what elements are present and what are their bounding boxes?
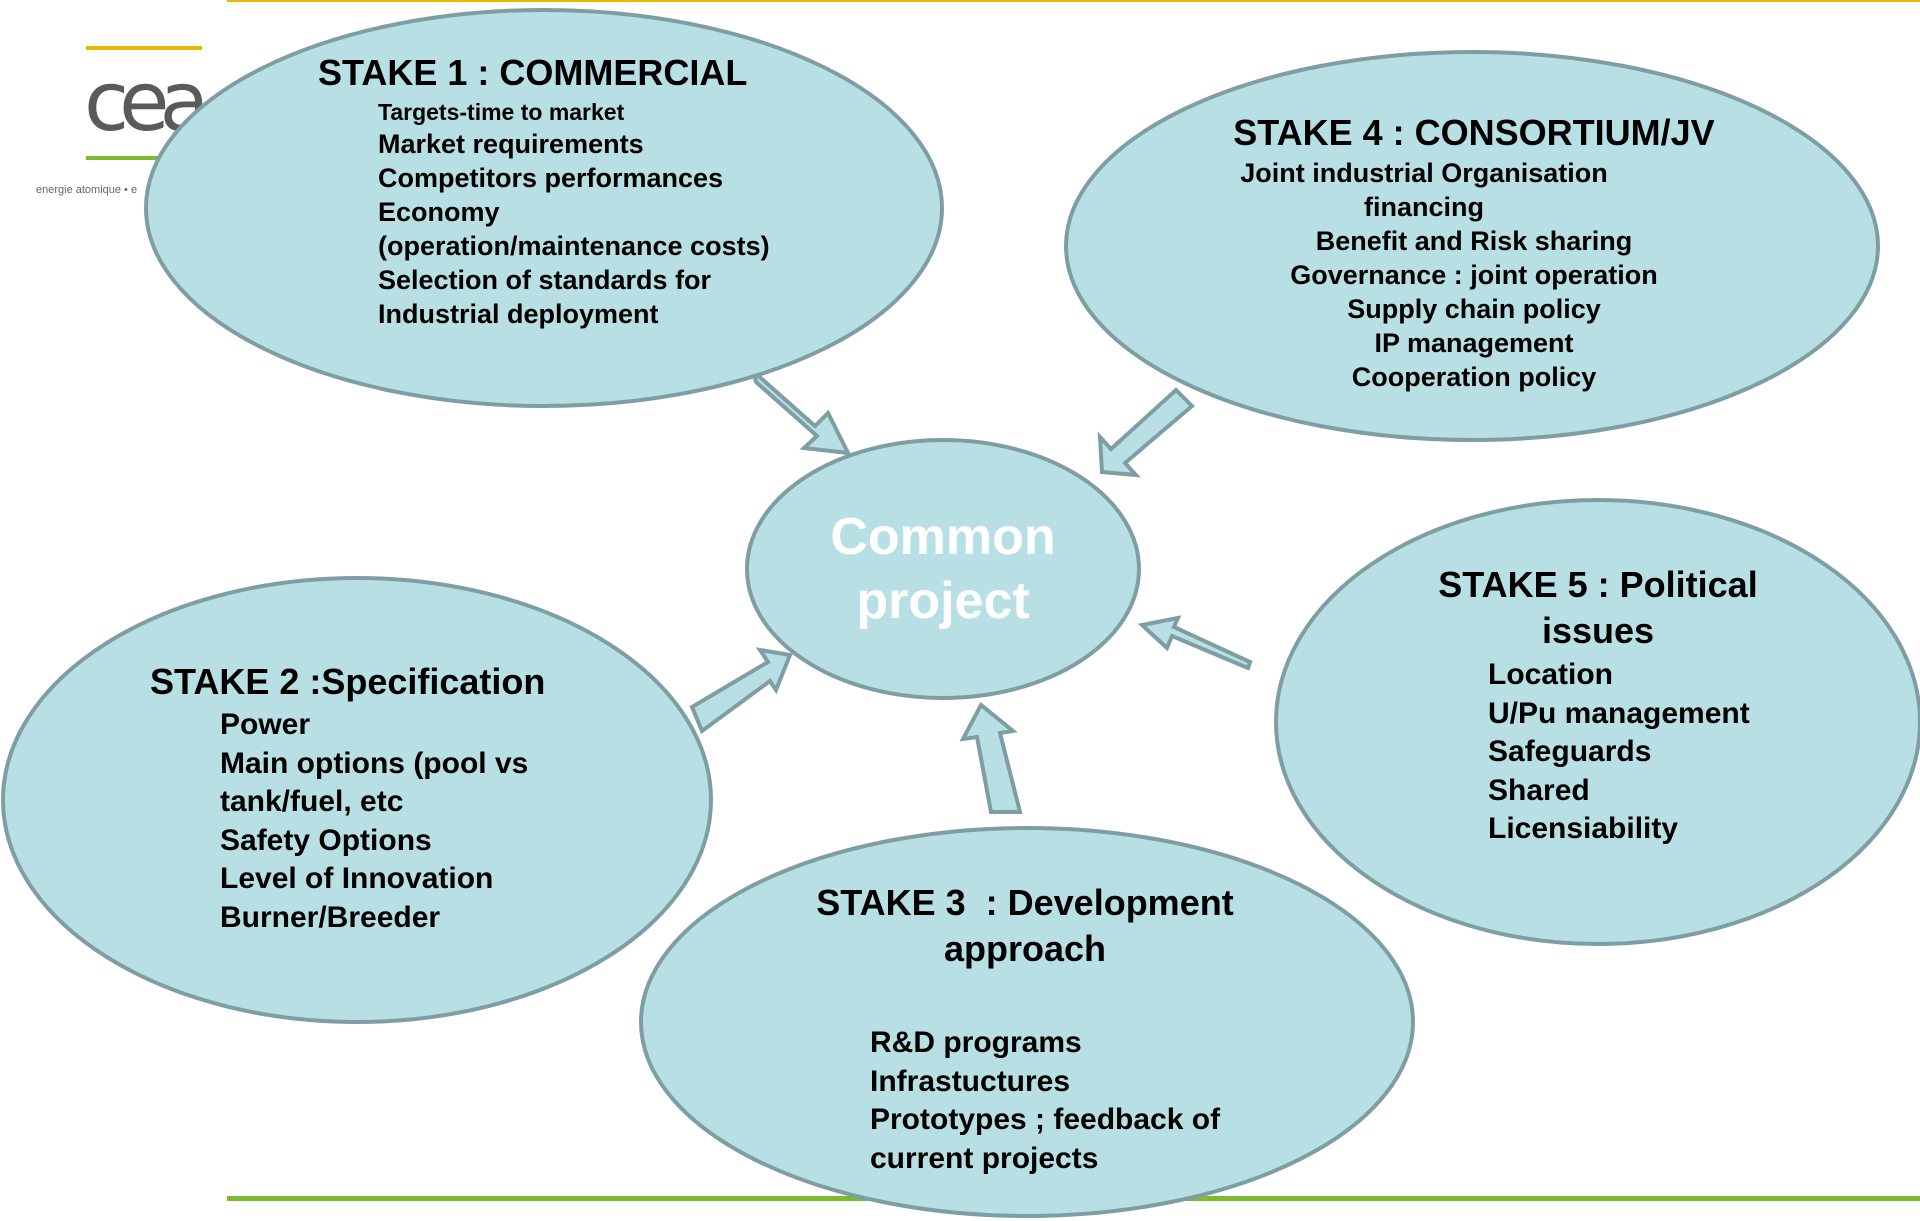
stake5-item: Safeguards [1488, 735, 1652, 768]
stake2-item: Safety Options [220, 823, 432, 857]
stake3-item: current projects [870, 1141, 1099, 1175]
logo-tagline: energie atomique • e [36, 184, 138, 196]
stake3-item: R&D programs [870, 1026, 1082, 1059]
stake4-item: IP management [1374, 328, 1574, 358]
top-accent-line [227, 0, 1920, 2]
center-line2: project [856, 572, 1030, 630]
stake3-title-line1: STAKE 3 : Development [816, 882, 1234, 923]
stake1-text: STAKE 1 : COMMERCIAL Targets-time to mar… [318, 55, 770, 331]
center-bubble [745, 438, 1141, 700]
stake1-bubble [144, 8, 944, 408]
arrow-stake4-to-center [1097, 387, 1195, 478]
stake5-title-line2: issues [1541, 610, 1655, 651]
stake1-item: Targets-time to market [378, 99, 625, 125]
stake5-item: Licensiability [1488, 812, 1679, 845]
stake3-list: R&D programs Infrastuctures Prototypes ;… [870, 1024, 1260, 1178]
stake1-item: Selection of standards for [378, 265, 712, 295]
stake2-list: Power Main options (pool vs tank/fuel, e… [220, 706, 545, 937]
stake4-bubble [1064, 50, 1880, 442]
center-common-project: Common project [748, 505, 1138, 633]
stake2-item: Burner/Breeder [220, 900, 441, 934]
stake3-title-line2: approach [943, 928, 1107, 969]
stake4-item: Cooperation policy [1351, 362, 1597, 392]
stake1-item: Economy [378, 197, 500, 227]
stake5-title-line1: STAKE 5 : Political [1438, 564, 1758, 605]
center-line1: Common [830, 508, 1056, 566]
arrow-stake2-to-center [689, 647, 793, 735]
arrow-stake5-to-center [1137, 615, 1253, 671]
stake4-title: STAKE 4 : CONSORTIUM/JV [1233, 112, 1715, 153]
stake2-item: Main options (pool vs [220, 746, 529, 780]
stake4-item: Supply chain policy [1347, 294, 1601, 324]
stake5-item: Location [1488, 658, 1613, 691]
stake4-item: financing [1364, 192, 1484, 222]
stake3-bubble [639, 826, 1415, 1218]
stake5-item: U/Pu management [1488, 696, 1750, 730]
stake3-item: Prototypes ; feedback of [870, 1103, 1221, 1136]
stake2-item: Power [220, 708, 311, 741]
stake2-text: STAKE 2 :Specification Power Main option… [150, 664, 545, 937]
stake2-item: Level of Innovation [220, 862, 494, 895]
stake3-text: STAKE 3 : Development approach R&D progr… [790, 880, 1260, 1178]
stake1-item: Competitors performances [378, 163, 724, 193]
stake1-title: STAKE 1 : COMMERCIAL [318, 52, 748, 93]
stake4-item: Benefit and Risk sharing [1315, 226, 1633, 256]
arrow-stake3-to-center [959, 701, 1023, 814]
stake5-list: Location U/Pu management Safeguards Shar… [1488, 656, 1778, 849]
stake2-title: STAKE 2 :Specification [150, 661, 546, 702]
stake2-item: tank/fuel, etc [220, 785, 404, 818]
stake1-list: Targets-time to market Market requiremen… [378, 97, 770, 331]
stake5-item: Shared [1488, 773, 1590, 807]
arrow-stake1-to-center [750, 366, 852, 456]
logo-yellow-bar [86, 46, 202, 50]
stake2-bubble [1, 576, 713, 1024]
stake4-list: Joint industrial Organisation financing … [1064, 156, 1884, 394]
stake5-text: STAKE 5 : Political issues Location U/Pu… [1418, 562, 1778, 849]
logo-green-bar [86, 156, 202, 160]
stake4-item: Joint industrial Organisation [1240, 158, 1608, 188]
stake4-item: Governance : joint operation [1290, 260, 1658, 290]
stake1-item: Industrial deployment [378, 299, 659, 329]
stake1-item: (operation/maintenance costs) [378, 231, 770, 261]
stake5-bubble [1274, 498, 1920, 946]
stake1-item: Market requirements [378, 129, 644, 159]
stake3-item: Infrastuctures [870, 1064, 1071, 1098]
stake4-text: STAKE 4 : CONSORTIUM/JV Joint industrial… [1064, 110, 1884, 394]
